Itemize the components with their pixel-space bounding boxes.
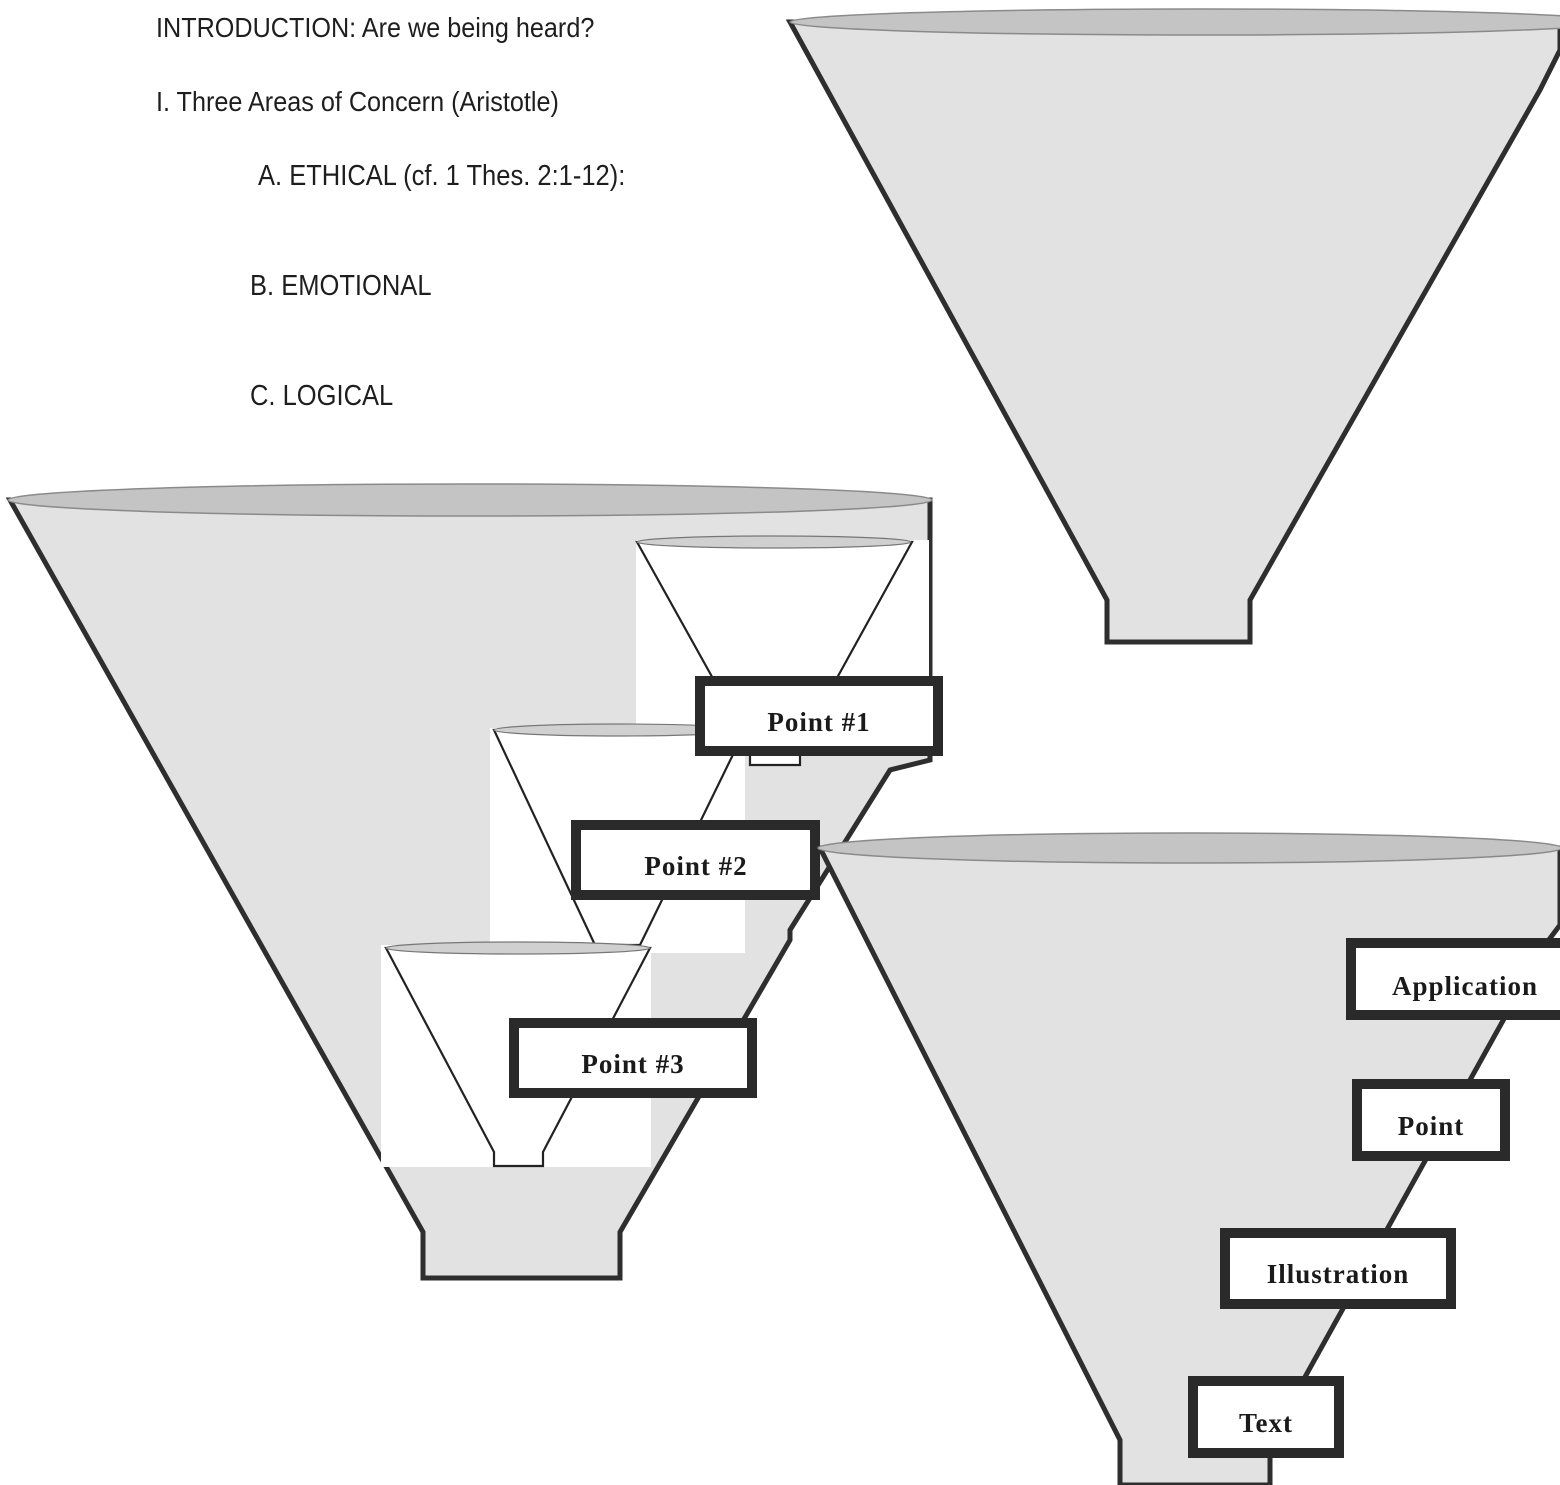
points-funnel-rim [7,483,933,517]
label-box [571,820,820,900]
label-text: Application [1392,971,1538,1001]
sub-funnel-1-rim [636,535,912,549]
label-box [1220,1228,1456,1309]
label-box [695,676,943,756]
label-text: Text [1239,1408,1293,1438]
point-3-label: Point #3 [509,1018,757,1098]
outline-item-logical: C. LOGICAL [250,380,394,412]
label-text: Point [1398,1111,1465,1141]
application-label: Application [1346,938,1560,1020]
point-1-label: Point #1 [695,676,943,756]
point-label: Point [1352,1079,1510,1161]
point-2-label: Point #2 [571,820,820,900]
empty-funnel-body [785,19,1560,645]
sermon-funnel: Application Point Illustration Text [815,832,1560,1485]
outline-item-ethical: A. ETHICAL (cf. 1 Thes. 2:1-12): [258,160,626,192]
empty-funnel-rim [789,8,1560,36]
label-text: Point #2 [644,851,747,881]
label-text: Illustration [1267,1259,1410,1289]
outline-item-emotional: B. EMOTIONAL [250,270,432,302]
label-box [1346,938,1560,1020]
introduction-heading: INTRODUCTION: Are we being heard? [156,12,595,43]
label-box [1352,1079,1510,1161]
sermon-funnel-rim [817,832,1560,864]
empty-funnel [785,8,1560,645]
label-box [509,1018,757,1098]
label-box [1188,1376,1344,1458]
illustration-label: Illustration [1220,1228,1456,1309]
label-text: Point #1 [767,707,870,737]
label-text: Point #3 [581,1049,684,1079]
points-funnel: Point #1 Point #2 Point #3 [5,483,943,1281]
text-label: Text [1188,1376,1344,1458]
section-heading: I. Three Areas of Concern (Aristotle) [156,86,559,117]
sub-funnel-3-rim [385,941,651,955]
